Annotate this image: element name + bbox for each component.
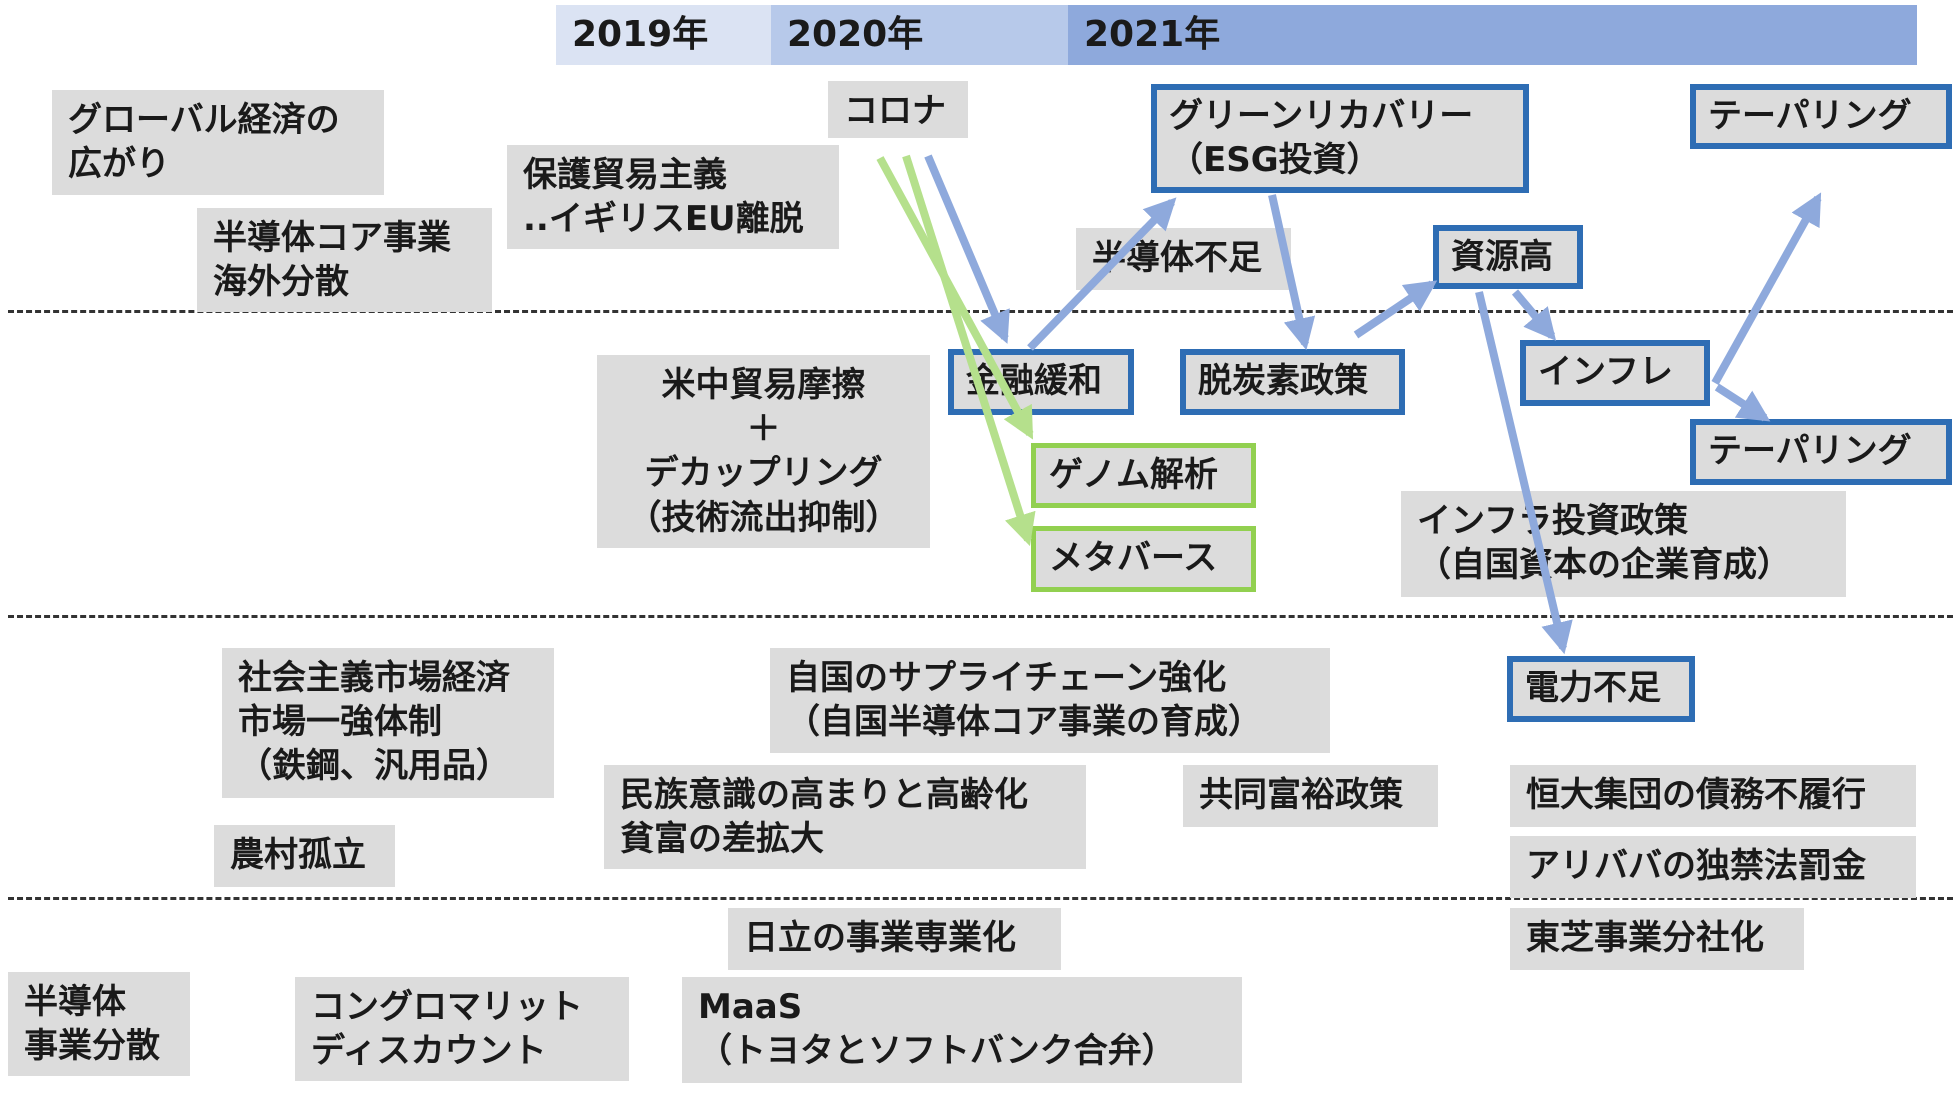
box-rural-isolation: 農村孤立 <box>214 825 395 887</box>
box-inflation: インフレ <box>1520 340 1710 406</box>
year-2020: 2020年 <box>771 5 1068 65</box>
box-semiconductor-dispersal: 半導体 事業分散 <box>8 972 190 1076</box>
box-infra-policy: インフラ投資政策 （自国資本の企業育成） <box>1401 491 1846 597</box>
box-resource-high: 資源高 <box>1433 225 1583 289</box>
box-conglomerate: コングロマリット ディスカウント <box>295 977 629 1081</box>
box-tapering-bottom: テーパリング <box>1690 419 1952 485</box>
box-ethnic-aging: 民族意識の高まりと高齢化 貧富の差拡大 <box>604 765 1086 869</box>
box-alibaba: アリババの独禁法罰金 <box>1510 836 1916 898</box>
box-supply-chain: 自国のサプライチェーン強化 （自国半導体コア事業の育成） <box>770 648 1330 753</box>
box-genome: ゲノム解析 <box>1031 443 1256 508</box>
box-protectionism: 保護貿易主義 ..イギリスEU離脱 <box>507 145 839 249</box>
arrow-inflation-to-tapering-top <box>1711 192 1822 385</box>
box-us-china-friction: 米中貿易摩擦 ＋ デカップリング （技術流出抑制） <box>597 355 930 548</box>
box-tapering-top: テーパリング <box>1690 84 1952 149</box>
box-chip-shortage: 半導体不足 <box>1076 228 1291 290</box>
box-semiconductor-core-overseas: 半導体コア事業 海外分散 <box>197 208 492 312</box>
box-monetary-easing: 金融緩和 <box>948 349 1134 415</box>
box-corona: コロナ <box>828 81 968 138</box>
box-metaverse: メタバース <box>1031 526 1256 592</box>
box-green-recovery: グリーンリカバリー （ESG投資） <box>1151 84 1529 193</box>
box-hitachi: 日立の事業専業化 <box>728 908 1061 970</box>
box-power-shortage: 電力不足 <box>1507 656 1695 722</box>
year-2019: 2019年 <box>556 5 771 65</box>
box-socialist-market: 社会主義市場経済 市場一強体制 （鉄鋼、汎用品） <box>222 648 554 798</box>
box-maas: MaaS （トヨタとソフトバンク合弁） <box>682 977 1242 1083</box>
year-2021: 2021年 <box>1068 5 1917 65</box>
arrow-resource-high-to-inflation <box>1511 289 1557 341</box>
arrow-inflation-to-tapering-bottom <box>1714 383 1771 422</box>
box-toshiba: 東芝事業分社化 <box>1510 908 1804 970</box>
separator-3 <box>8 897 1953 900</box>
box-evergrande: 恒大集団の債務不履行 <box>1510 765 1916 827</box>
box-common-prosperity: 共同富裕政策 <box>1183 765 1438 827</box>
separator-2 <box>8 615 1953 618</box>
box-global-economy: グローバル経済の 広がり <box>52 90 384 195</box>
box-decarbonization: 脱炭素政策 <box>1180 349 1405 415</box>
